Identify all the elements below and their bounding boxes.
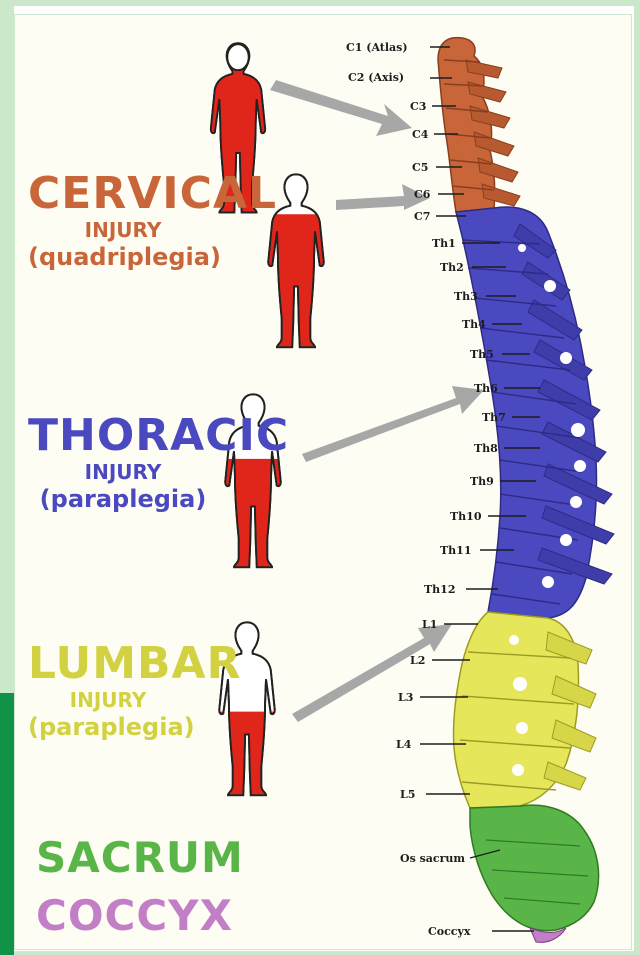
accent-bar (0, 693, 14, 955)
